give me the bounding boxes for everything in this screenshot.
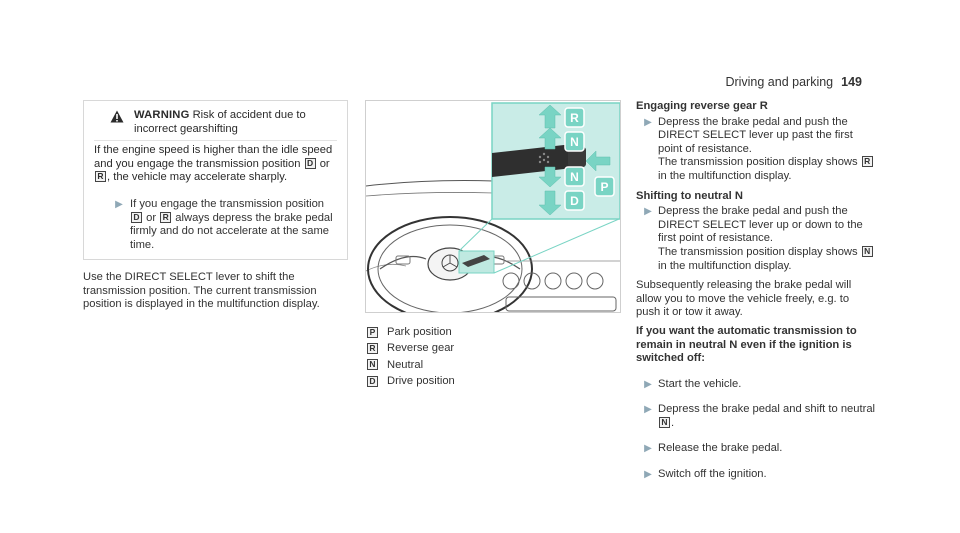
legend-text: Drive position (387, 374, 455, 387)
neutral-step: ▶ Depress the brake pedal and push the D… (636, 205, 876, 273)
stay-step-text: Switch off the ignition. (658, 468, 767, 481)
section-title: Driving and parking (725, 75, 834, 89)
arrow-down-icon (538, 166, 562, 188)
key-n: N (861, 245, 873, 257)
legend-text: Park position (387, 326, 452, 338)
stay-step: ▶ Depress the brake pedal and shift to n… (636, 403, 876, 430)
warning-title: WARNING (134, 109, 190, 121)
page-header: Driving and parking 149 (725, 75, 862, 89)
key-d: D (304, 157, 316, 169)
warning-step-or: or (143, 211, 160, 224)
key-n: N (367, 359, 378, 371)
label-n-top: N (570, 135, 579, 149)
stay-step: ▶ Start the vehicle. (636, 378, 876, 392)
warning-step: ▶ If you engage the transmission positio… (94, 198, 337, 252)
page-number: 149 (841, 75, 862, 89)
key-d: D (131, 211, 142, 223)
stay-step-text: Release the brake pedal. (658, 442, 783, 455)
reverse-heading: Engaging reverse gear R (636, 100, 768, 112)
warning-icon (110, 110, 124, 123)
instructions-column: Engaging reverse gear R ▶ Depress the br… (636, 100, 876, 482)
warning-body: If the engine speed is higher than the i… (94, 140, 337, 185)
stay-step: ▶ Switch off the ignition. (636, 468, 876, 482)
intro-paragraph: Use the DIRECT SELECT lever to shift the… (83, 271, 320, 311)
legend-text: Neutral (387, 358, 424, 371)
step-arrow-icon: ▶ (644, 469, 652, 481)
warning-step-text: If you engage the transmission position (130, 197, 325, 210)
arrow-up-icon (538, 127, 562, 150)
legend-item: D Drive position (367, 373, 455, 389)
key-p: P (367, 326, 378, 338)
warning-title-rest: Risk of accident due to incorrect gearsh… (134, 109, 306, 135)
key-r: R (367, 342, 378, 354)
neutral-step-result-2: in the multifunction display. (658, 259, 792, 272)
stay-step-text: Start the vehicle. (658, 377, 742, 390)
stay-step-text: Depress the brake pedal and shift to neu… (658, 403, 876, 416)
label-n-bottom: N (570, 170, 579, 184)
stay-step: ▶ Release the brake pedal. (636, 442, 876, 456)
step-arrow-icon: ▶ (115, 198, 123, 210)
warning-body-text: If the engine speed is higher than the i… (94, 144, 333, 170)
steering-wheel-illustration: R N N D P (366, 102, 620, 312)
key-r: R (160, 211, 172, 223)
warning-step-text-2: always depress the brake pedal firmly an… (130, 211, 333, 251)
warning-box: WARNING Risk of accident due to incorrec… (83, 100, 348, 260)
step-arrow-icon: ▶ (644, 404, 652, 416)
neutral-step-text: Depress the brake pedal and push the DIR… (658, 205, 863, 245)
legend-text: Reverse gear (387, 342, 455, 355)
neutral-step-result: The transmission position display shows (658, 245, 861, 258)
key-r: R (861, 156, 873, 168)
label-d: D (570, 194, 579, 208)
steering-wheel-rim (367, 216, 533, 312)
reverse-step-result-2: in the multifunction display. (658, 169, 792, 182)
legend-item: N Neutral (367, 357, 455, 373)
step-arrow-icon: ▶ (644, 378, 652, 390)
arrow-left-icon (585, 150, 611, 172)
neutral-heading: Shifting to neutral N (636, 189, 743, 202)
subsequent-paragraph: Subsequently releasing the brake pedal w… (636, 279, 852, 319)
key-r: R (95, 171, 106, 183)
key-d: D (367, 375, 378, 387)
warning-body-text-2: , the vehicle may accelerate sharply. (107, 171, 288, 184)
legend-item: P Park position (367, 324, 455, 340)
reverse-step: ▶ Depress the brake pedal and push the D… (636, 116, 876, 184)
step-arrow-icon: ▶ (644, 443, 652, 455)
reverse-step-text: Depress the brake pedal and push the DIR… (658, 115, 853, 155)
stay-step-text-end: . (671, 416, 675, 429)
legend-item: R Reverse gear (367, 340, 455, 356)
reverse-step-result: The transmission position display shows (658, 156, 861, 169)
step-arrow-icon: ▶ (644, 116, 652, 128)
key-n: N (659, 416, 670, 428)
label-p: P (600, 180, 608, 194)
direct-select-figure: R N N D P (365, 100, 621, 313)
arrow-down-icon (538, 190, 562, 216)
selector-lever (492, 145, 580, 177)
warning-body-or: or (316, 157, 330, 170)
stay-neutral-heading: If you want the automatic transmission t… (636, 324, 857, 365)
label-r: R (570, 111, 579, 125)
step-arrow-icon: ▶ (644, 206, 652, 218)
